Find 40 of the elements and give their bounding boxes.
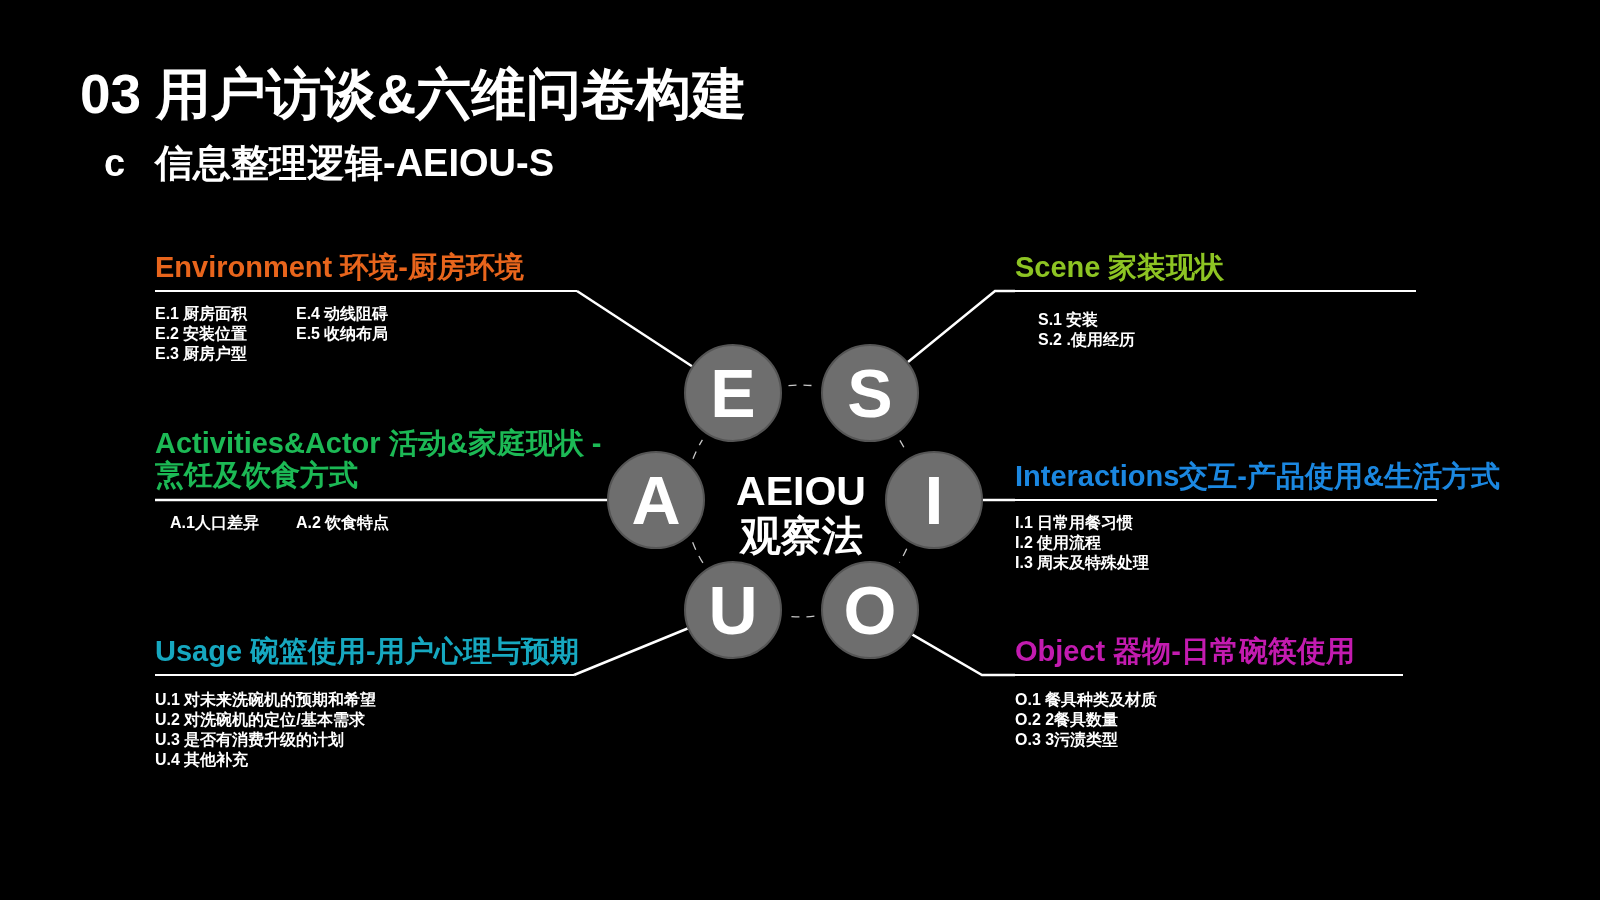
subtopic-text: E.1 厨房面积 xyxy=(155,304,248,324)
leader-line xyxy=(907,289,1015,363)
subtitle: 信息整理逻辑-AEIOU-S xyxy=(155,141,554,186)
section-heading: Interactions交互-产品使用&生活方式 xyxy=(1015,460,1500,502)
subtopic-text: I.2 使用流程 xyxy=(1015,533,1102,553)
section-heading: Activities&Actor 活动&家庭现状 -烹饪及饮食方式 xyxy=(155,427,605,498)
subtopic-text: I.1 日常用餐习惯 xyxy=(1015,513,1134,533)
section-heading: Object 器物-日常碗筷使用 xyxy=(1015,635,1403,677)
subtopic-text: S.1 安装 xyxy=(1038,310,1099,330)
subtopic-text: E.4 动线阻碍 xyxy=(296,304,389,324)
subtopic-text: E.5 收纳布局 xyxy=(296,324,389,344)
subtopic-text: E.2 安装位置 xyxy=(155,324,248,344)
leader-line xyxy=(911,633,1015,677)
subtopic-text: A.2 饮食特点 xyxy=(296,513,390,533)
subtopic-text: O.2 2餐具数量 xyxy=(1015,710,1119,730)
subtopic-text: U.1 对未来洗碗机的预期和希望 xyxy=(155,690,377,710)
subtitle-marker: c xyxy=(104,141,126,186)
leader-line xyxy=(155,498,607,502)
leader-line xyxy=(576,289,693,368)
subtopic-text: O.3 3污渍类型 xyxy=(1015,730,1119,750)
center-title: AEIOU 观察法 xyxy=(721,469,881,559)
subtopic-text: E.3 厨房户型 xyxy=(155,344,248,364)
subtopic-text: O.1 餐具种类及材质 xyxy=(1015,690,1158,710)
subtopic-text: U.4 其他补充 xyxy=(155,750,249,770)
subtopic-text: S.2 .使用经历 xyxy=(1038,330,1135,350)
subtopic-text: A.1人口差异 xyxy=(170,513,259,533)
letter-circle: E xyxy=(684,344,782,442)
leader-line xyxy=(983,498,1015,502)
subtopic-text: I.3 周末及特殊处理 xyxy=(1015,553,1150,573)
letter-circle: A xyxy=(607,451,705,549)
letter-circle: S xyxy=(821,344,919,442)
slide-title: 03 用户访谈&六维问卷构建 xyxy=(80,62,747,126)
letter-circle: I xyxy=(885,451,983,549)
letter-circle: O xyxy=(821,561,919,659)
letter-circle: U xyxy=(684,561,782,659)
section-heading: Environment 环境-厨房环境 xyxy=(155,251,577,293)
subtopic-text: U.3 是否有消费升级的计划 xyxy=(155,730,345,750)
subtopic-text: U.2 对洗碗机的定位/基本需求 xyxy=(155,710,365,730)
section-heading: Scene 家装现状 xyxy=(1015,251,1416,293)
section-heading: Usage 碗篮使用-用户心理与预期 xyxy=(155,635,579,677)
